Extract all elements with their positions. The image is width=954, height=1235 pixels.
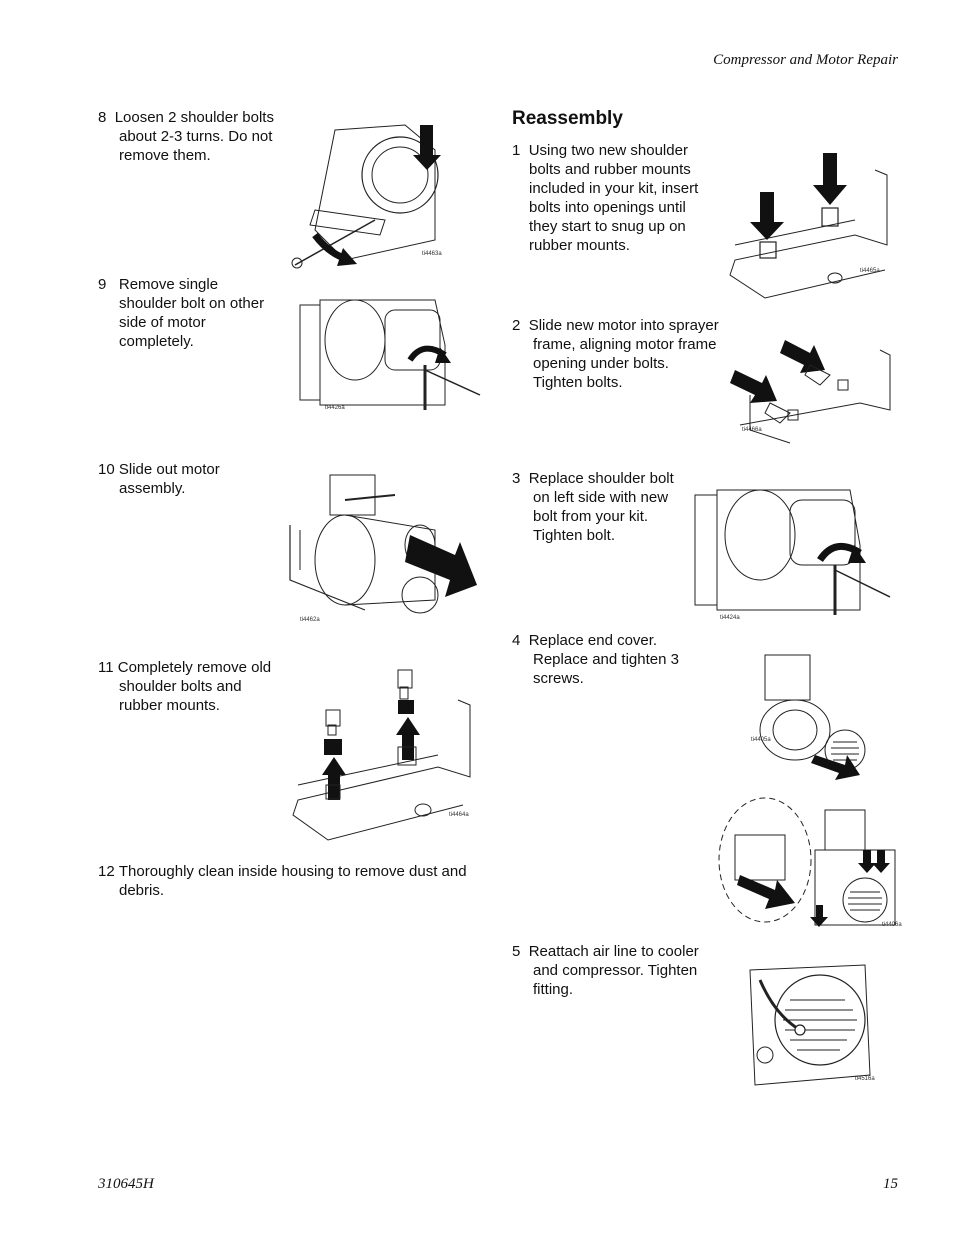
figure-id: ti4406a	[882, 922, 902, 928]
reassembly-step-5: 5 Reattach air line to cooler and compre…	[512, 942, 717, 999]
figure-id: ti4464a	[449, 812, 469, 818]
step-number: 10	[98, 461, 115, 478]
step-8: 8 Loosen 2 shoulder bolts about 2-3 turn…	[98, 108, 278, 165]
figure-insert-bolts: ti4465a	[725, 150, 895, 300]
step-number: 8	[98, 109, 107, 126]
step-text: Slide new motor into sprayer frame, alig…	[528, 317, 719, 391]
figure-id: ti4462a	[300, 617, 320, 623]
figure-id: ti4426a	[325, 405, 345, 411]
running-header: Compressor and Motor Repair	[713, 52, 898, 68]
page-number: 15	[883, 1176, 898, 1192]
figure-id: ti4463a	[422, 251, 442, 257]
figure-id: ti4465a	[860, 268, 880, 274]
step-number: 1	[512, 142, 521, 159]
step-number: 2	[512, 317, 521, 334]
step-9: 9 Remove single shoulder bolt on other s…	[98, 275, 278, 351]
step-number: 12	[98, 863, 115, 880]
figure-id: ti4516a	[855, 1076, 875, 1082]
figure-id: ti4424a	[720, 615, 740, 621]
figure-slide-new-motor: ti4466a	[730, 335, 895, 445]
figure-id: ti4405a	[751, 737, 771, 743]
step-text: Remove single shoulder bolt on other sid…	[118, 276, 265, 350]
figure-id: ti4466a	[742, 427, 762, 433]
step-text: Thoroughly clean inside housing to remov…	[118, 863, 467, 899]
reassembly-step-2: 2 Slide new motor into sprayer frame, al…	[512, 316, 722, 392]
figure-remove-bolt: ti4426a	[295, 285, 485, 420]
figure-slide-motor: ti4462a	[285, 470, 480, 630]
section-heading-reassembly: Reassembly	[512, 108, 623, 129]
reassembly-step-1: 1 Using two new shoulder bolts and rubbe…	[512, 141, 717, 255]
step-number: 9	[98, 276, 107, 293]
figure-tighten-screws: ti4406a	[715, 795, 902, 935]
doc-number: 310645H	[98, 1176, 154, 1192]
figure-remove-mounts: ti4464a	[288, 665, 478, 845]
step-text: Replace shoulder bolt on left side with …	[528, 470, 674, 544]
step-text: Reattach air line to cooler and compress…	[528, 943, 699, 998]
figure-replace-shoulder-bolt: ti4424a	[690, 475, 895, 625]
figure-reattach-air-line: ti4516a	[745, 960, 875, 1090]
step-text: Replace end cover. Replace and tighten 3…	[528, 632, 679, 687]
figure-loosen-bolts: ti4463a	[285, 120, 475, 270]
step-number: 11	[98, 659, 114, 676]
step-12: 12 Thoroughly clean inside housing to re…	[98, 862, 488, 900]
step-10: 10 Slide out motor assembly.	[98, 460, 278, 498]
reassembly-step-3: 3 Replace shoulder bolt on left side wit…	[512, 469, 692, 545]
step-number: 3	[512, 470, 521, 487]
step-text: Slide out motor assembly.	[118, 461, 220, 497]
figure-replace-end-cover: ti4405a	[745, 645, 870, 780]
step-text: Loosen 2 shoulder bolts about 2-3 turns.…	[114, 109, 274, 164]
reassembly-step-4: 4 Replace end cover. Replace and tighten…	[512, 631, 702, 688]
step-11: 11 Completely remove old shoulder bolts …	[98, 658, 283, 715]
step-text: Using two new shoulder bolts and rubber …	[528, 142, 699, 254]
step-text: Completely remove old shoulder bolts and…	[117, 659, 272, 714]
step-number: 4	[512, 632, 521, 649]
step-number: 5	[512, 943, 521, 960]
